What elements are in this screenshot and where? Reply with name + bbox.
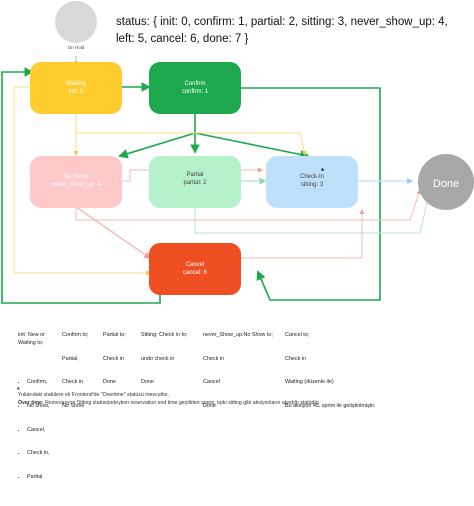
- footnote: * Yukarıdaki statülere ek Frontend'de "O…: [17, 387, 468, 408]
- node-done-title: Done: [433, 178, 459, 190]
- node-confirm: [149, 62, 241, 114]
- list-item: Partial to;: [103, 331, 126, 338]
- node-confirm-subtitle: confirm: 1: [182, 89, 209, 95]
- list-item: Check in: [62, 379, 83, 386]
- footnote-star: *: [17, 387, 20, 394]
- list-item: Confirm,: [27, 379, 62, 387]
- node-no-show: [30, 156, 122, 208]
- transitions-sitting: Sitting; Check in to; undo check in Done: [141, 316, 203, 395]
- node-check-in-subtitle: sitting: 3: [301, 182, 324, 188]
- list-item: Done: [141, 379, 154, 386]
- node-confirm-title: Confirm: [184, 81, 205, 87]
- edge-noshow-done: [75, 189, 422, 221]
- transitions-confirm: Confirm to; Partial, Check in No Show: [62, 316, 102, 419]
- list-item: Cancel: [203, 379, 220, 386]
- list-item: Confirm to;: [62, 331, 89, 338]
- edge-confirm-cancel-loop: [240, 87, 381, 301]
- list-item: No show,: [27, 403, 62, 411]
- edge-cancel-checkin: [240, 209, 365, 259]
- state-diagram: On Hold Waiting init: 0 Confirm confirm:…: [1, 1, 474, 304]
- list-item: undo check in: [141, 355, 175, 362]
- list-item: Cancel to;: [285, 331, 310, 338]
- transitions-partial: Partial to; Check in Done: [103, 316, 139, 395]
- node-cancel-title: Cancel: [186, 262, 205, 268]
- edge-confirm-noshow: [118, 132, 196, 159]
- node-no-show-subtitle: never_show_up: 4: [51, 182, 101, 188]
- list-item: Check in: [103, 355, 124, 362]
- edge-partial-done: [194, 197, 430, 234]
- list-item: Done: [203, 402, 216, 409]
- node-done: [418, 154, 474, 210]
- edge-waiting-checkin: [75, 113, 307, 156]
- transitions-never-show-up: never_Show_up:No Show to; Check in Cance…: [203, 316, 283, 419]
- list-item: Sitting; Check in to;: [141, 331, 188, 338]
- list-item: Waiting (düzenle ile): [285, 379, 334, 386]
- start-node: [55, 1, 97, 43]
- list-item: Check in: [203, 355, 224, 362]
- node-check-in: [266, 156, 358, 208]
- list-item: Check in,: [27, 450, 62, 458]
- list-item: Partial,: [62, 355, 79, 362]
- edge-noshow-cancel: [75, 206, 152, 259]
- list-item: No Show: [62, 402, 84, 409]
- list-item: Cancel,: [27, 427, 62, 435]
- transitions-cancel: Cancel to; Check in Waiting (düzenle ile…: [285, 316, 465, 419]
- list-item: Check in: [285, 355, 306, 362]
- list-item: never_Show_up:No Show to;: [203, 331, 273, 338]
- list-item: Done: [103, 379, 116, 386]
- edge-cancel-waiting-loop: [1, 67, 161, 304]
- node-partial: [149, 156, 241, 208]
- edge-confirm-checkin: [194, 132, 310, 160]
- start-label: On Hold: [68, 45, 85, 50]
- footnote-overtime-label: Over time:: [18, 399, 44, 406]
- status-enum-text: status: { init: 0, confirm: 1, partial: …: [116, 16, 451, 45]
- footnote-line-1: Yukarıdaki statülere ek Frontend'de "Ove…: [18, 392, 170, 398]
- transitions-init-list: Confirm, No show, Cancel, Check in, Part…: [18, 363, 62, 497]
- transitions-init-header: init: New or Waiting to;: [18, 331, 47, 346]
- node-check-in-title: Check-In: [300, 174, 324, 180]
- node-waiting: [30, 62, 122, 114]
- node-cancel: [149, 243, 241, 295]
- node-waiting-title: Waiting: [66, 81, 86, 87]
- node-partial-title: Partial: [186, 172, 203, 178]
- node-waiting-subtitle: init: 0: [69, 89, 84, 95]
- node-partial-subtitle: partial: 2: [183, 180, 207, 186]
- list-item: Partial: [27, 474, 62, 482]
- footnote-overtime-text: Rezervasyon Sitting statüsündeyken reser…: [43, 399, 321, 406]
- node-no-show-title: No Show: [64, 174, 89, 180]
- list-item: Bu aksiyon 45. sprint ile geliştirilmişt…: [285, 402, 376, 409]
- node-cancel-subtitle: cancel: 6: [183, 270, 208, 276]
- edge-waiting-cancel: [13, 86, 151, 276]
- transitions-init: init: New or Waiting to; Confirm, No sho…: [18, 316, 62, 506]
- check-in-star-marker: *: [321, 167, 325, 176]
- footnote-line-2: Over time: Rezervasyon Sitting statüsünd…: [18, 400, 468, 408]
